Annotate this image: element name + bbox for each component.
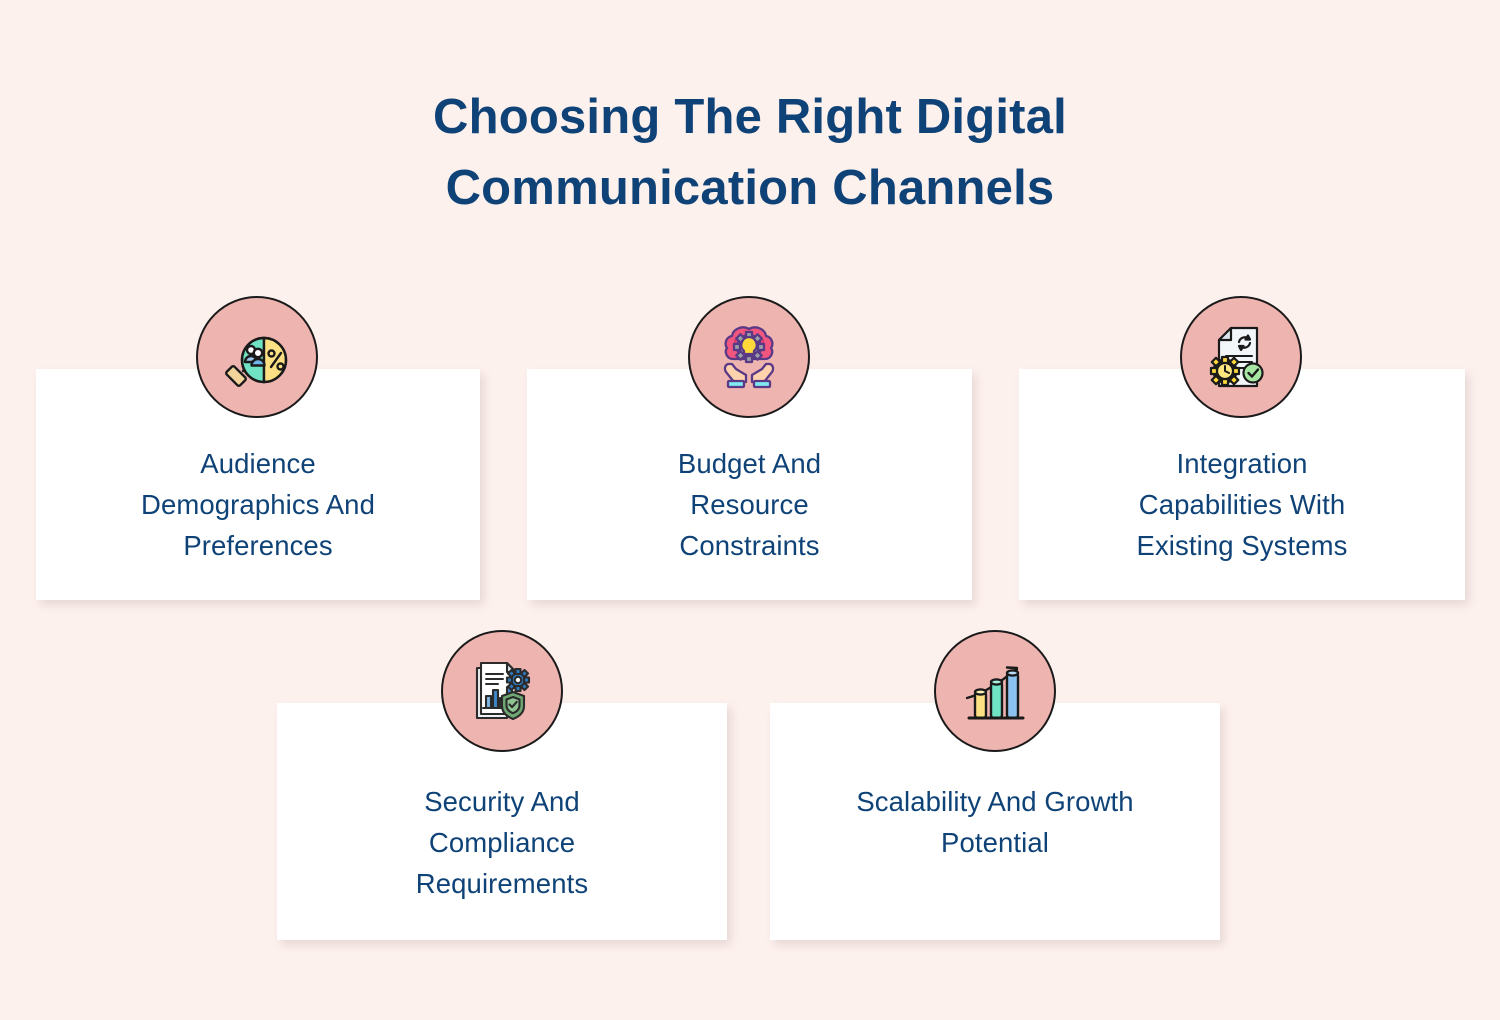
card-label-line-1: Integration — [1176, 448, 1308, 479]
card-label-line-2: Compliance — [428, 827, 576, 858]
page-title-line-2: Communication Channels — [445, 161, 1055, 215]
card-label-line-1: Budget And — [677, 448, 822, 479]
card-label-line-1: Audience — [200, 448, 316, 479]
card-label-line-3: Existing Systems — [1136, 530, 1348, 561]
growth-bar-chart-arrow-icon — [958, 654, 1032, 728]
card-label-line-2: Demographics And — [141, 489, 375, 520]
card-label-security-compliance: Security And Compliance Requirements — [277, 781, 727, 904]
document-sync-gear-clock-check-icon — [1204, 320, 1278, 394]
icon-circle-audience-demographics — [196, 296, 318, 418]
card-label-line-3: Requirements — [415, 868, 589, 899]
card-label-line-1: Scalability And Growth — [856, 786, 1134, 817]
document-barchart-gear-shield-check-icon — [465, 654, 539, 728]
card-label-line-2: Potential — [941, 827, 1049, 858]
magnifier-pie-chart-people-icon — [220, 320, 294, 394]
icon-circle-scalability-growth — [934, 630, 1056, 752]
card-label-line-3: Constraints — [679, 530, 820, 561]
card-label-audience-demographics: Audience Demographics And Preferences — [36, 443, 480, 566]
card-label-integration-capabilities: Integration Capabilities With Existing S… — [1019, 443, 1465, 566]
card-label-line-2: Capabilities With — [1138, 489, 1346, 520]
icon-circle-budget-resource — [688, 296, 810, 418]
icon-circle-integration-capabilities — [1180, 296, 1302, 418]
page-title: Choosing The Right Digital Communication… — [0, 82, 1500, 224]
card-label-scalability-growth: Scalability And Growth Potential — [770, 781, 1220, 863]
hands-holding-brain-lightbulb-gear-icon — [712, 320, 786, 394]
icon-circle-security-compliance — [441, 630, 563, 752]
card-label-line-3: Preferences — [183, 530, 333, 561]
card-label-budget-resource: Budget And Resource Constraints — [527, 443, 972, 566]
page-title-line-1: Choosing The Right Digital — [433, 90, 1067, 144]
card-label-line-2: Resource — [690, 489, 809, 520]
card-label-line-1: Security And — [424, 786, 580, 817]
